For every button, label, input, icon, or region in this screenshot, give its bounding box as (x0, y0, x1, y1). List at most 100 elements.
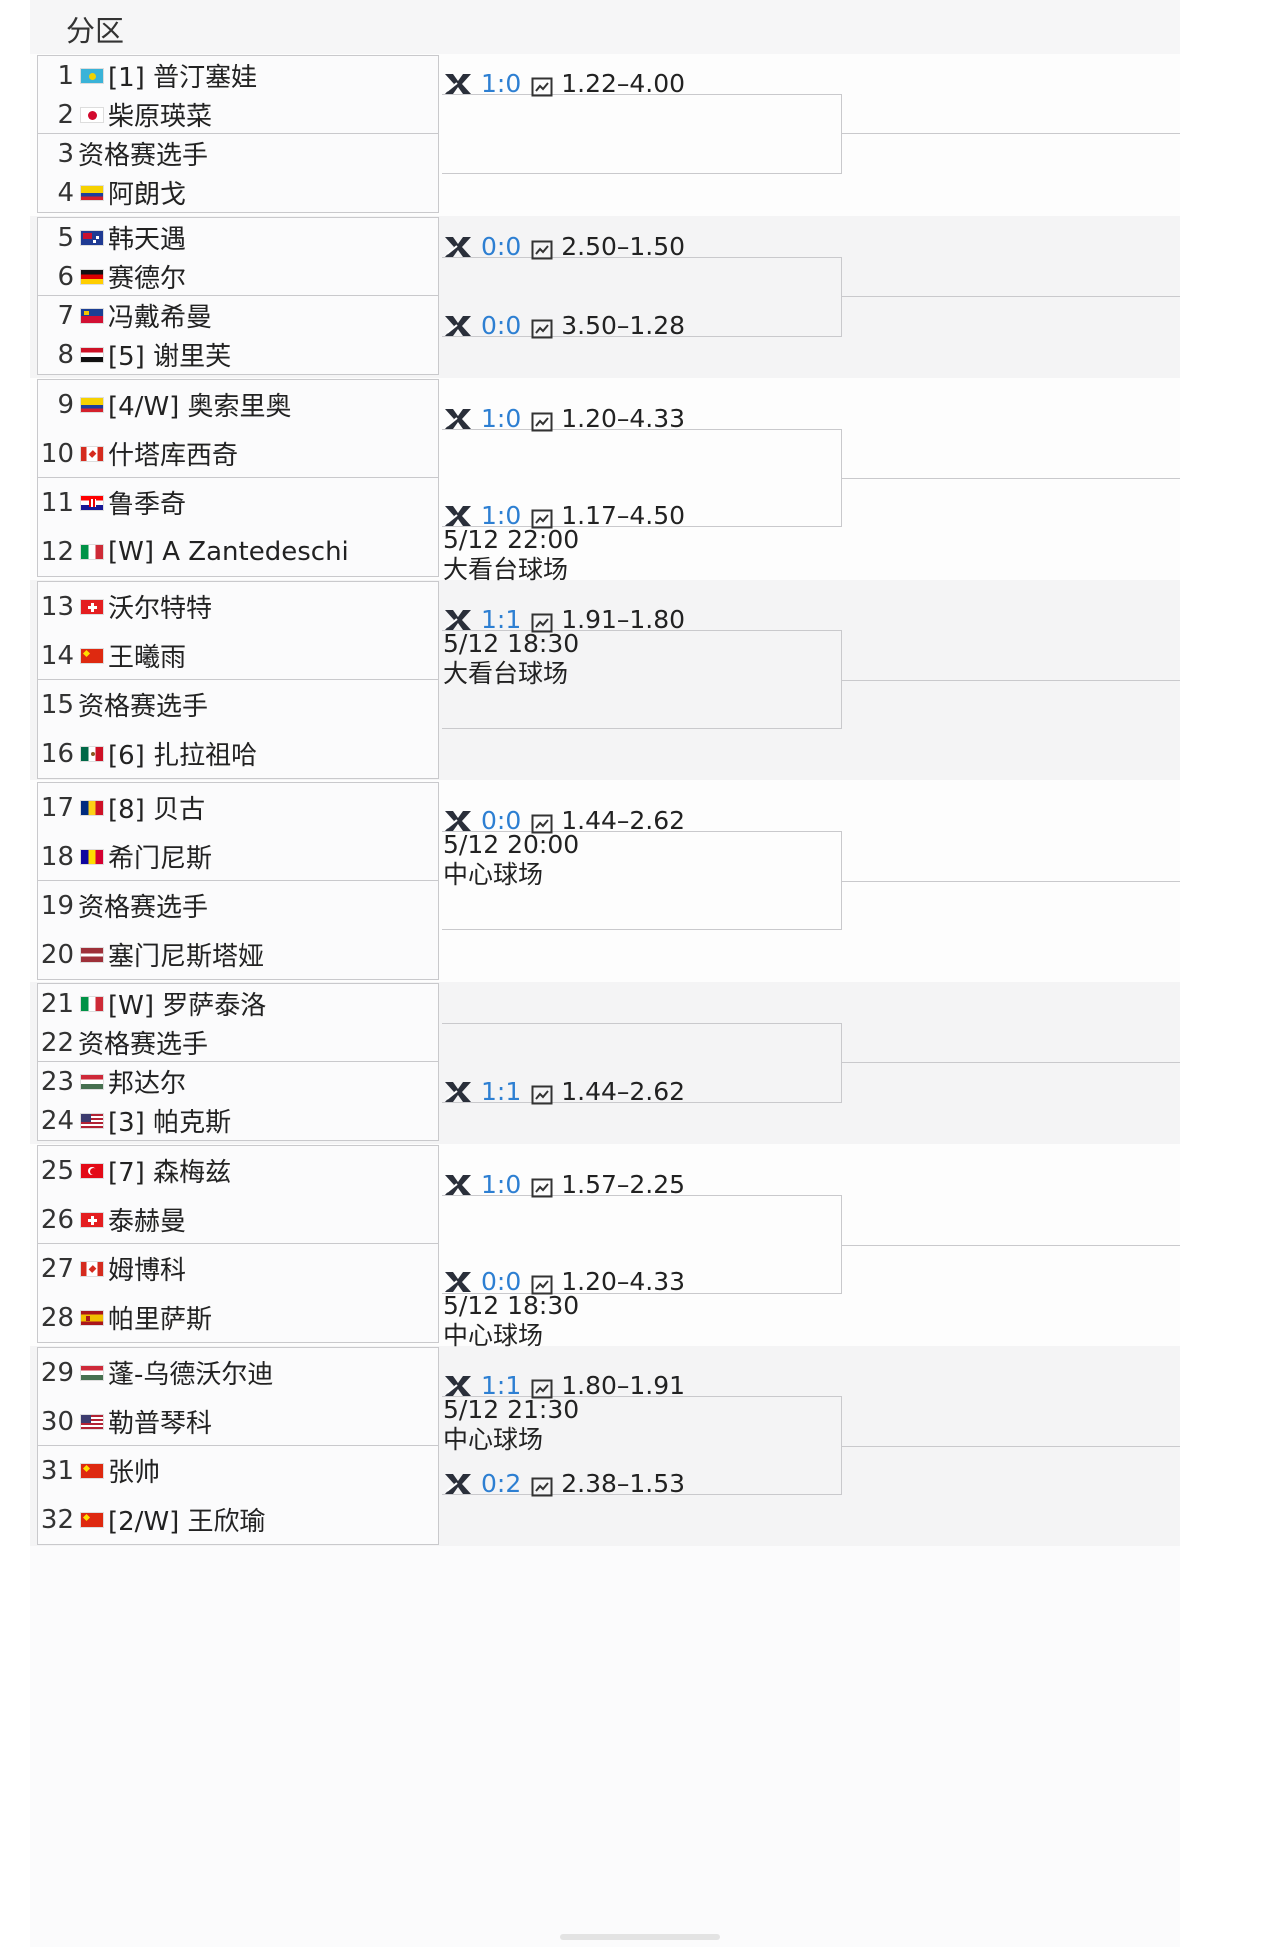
odds-chart-icon[interactable] (531, 1082, 553, 1104)
match-bracket (442, 1195, 842, 1294)
player-name: 帕里萨斯 (108, 1305, 213, 1335)
bracket-connector (842, 1062, 1180, 1063)
odds-chart-icon[interactable] (531, 1376, 553, 1398)
player-name: [W] 罗萨泰洛 (108, 991, 267, 1021)
bet-x-icon (443, 1373, 473, 1399)
seed-number: 29 (40, 1357, 74, 1388)
match-score[interactable]: 1:0 (481, 69, 522, 98)
match-odds-line[interactable]: 0:0 1.20–4.33 (443, 1267, 685, 1296)
match-bracket (442, 94, 842, 174)
match-score[interactable]: 1:1 (481, 1077, 522, 1106)
seed-number: 16 (40, 738, 74, 769)
match-score[interactable]: 0:0 (481, 232, 522, 261)
odds-chart-icon[interactable] (531, 316, 553, 338)
match-bracket (442, 1023, 842, 1103)
player-row[interactable]: 32[2/W] 王欣瑜 (38, 1495, 438, 1544)
player-row[interactable]: 24[3] 帕克斯 (38, 1101, 438, 1140)
seed-number: 3 (57, 138, 74, 169)
match-score[interactable]: 0:2 (481, 1469, 522, 1498)
country-flag-icon (80, 1211, 104, 1228)
player-row[interactable]: 1[1] 普汀塞娃 (38, 56, 438, 95)
odds-chart-icon[interactable] (531, 811, 553, 833)
seed-number: 31 (40, 1455, 74, 1486)
match-bracket (442, 429, 842, 527)
odds-chart-icon[interactable] (531, 237, 553, 259)
match-bracket (442, 630, 842, 729)
match-score[interactable]: 0:0 (481, 1267, 522, 1296)
player-row[interactable]: 12[W] A Zantedeschi (38, 527, 438, 576)
odds-chart-icon[interactable] (531, 1175, 553, 1197)
match-score[interactable]: 0:0 (481, 311, 522, 340)
match-odds: 1.20–4.33 (561, 1267, 686, 1296)
player-row[interactable]: 21[W] 罗萨泰洛 (38, 984, 438, 1023)
player-row[interactable]: 8[5] 谢里芙 (38, 335, 438, 374)
player-name: 资格赛选手 (78, 1030, 209, 1060)
player-name: 柴原瑛菜 (108, 102, 213, 132)
match-score[interactable]: 1:1 (481, 1371, 522, 1400)
bet-x-icon (443, 313, 473, 339)
bracket-connector (842, 478, 1180, 479)
match-score[interactable]: 0:0 (481, 806, 522, 835)
match-score[interactable]: 1:0 (481, 501, 522, 530)
seed-number: 32 (40, 1504, 74, 1535)
match-odds-line[interactable]: 1:0 1.57–2.25 (443, 1170, 685, 1199)
country-flag-icon (80, 396, 104, 413)
match-odds: 1.57–2.25 (561, 1170, 686, 1199)
player-row[interactable]: 25[7] 森梅兹 (38, 1146, 438, 1195)
player-row[interactable]: 16[6] 扎拉祖哈 (38, 729, 438, 778)
seed-number: 15 (40, 689, 74, 720)
player-row[interactable]: 17[8] 贝古 (38, 783, 438, 832)
match-score[interactable]: 1:0 (481, 404, 522, 433)
odds-chart-icon[interactable] (531, 1272, 553, 1294)
match-score[interactable]: 1:0 (481, 1170, 522, 1199)
odds-chart-icon[interactable] (531, 74, 553, 96)
seed-number: 17 (40, 792, 74, 823)
odds-chart-icon[interactable] (531, 409, 553, 431)
match-court: 中心球场 (443, 1425, 544, 1454)
odds-chart-icon[interactable] (531, 610, 553, 632)
player-name: 韩天遇 (108, 225, 187, 255)
odds-chart-icon[interactable] (531, 1474, 553, 1496)
match-score[interactable]: 1:1 (481, 605, 522, 634)
seed-number: 8 (57, 339, 74, 370)
odds-chart-icon[interactable] (531, 506, 553, 528)
player-row[interactable]: 9[4/W] 奥索里奥 (38, 380, 438, 429)
country-flag-icon (80, 307, 104, 324)
